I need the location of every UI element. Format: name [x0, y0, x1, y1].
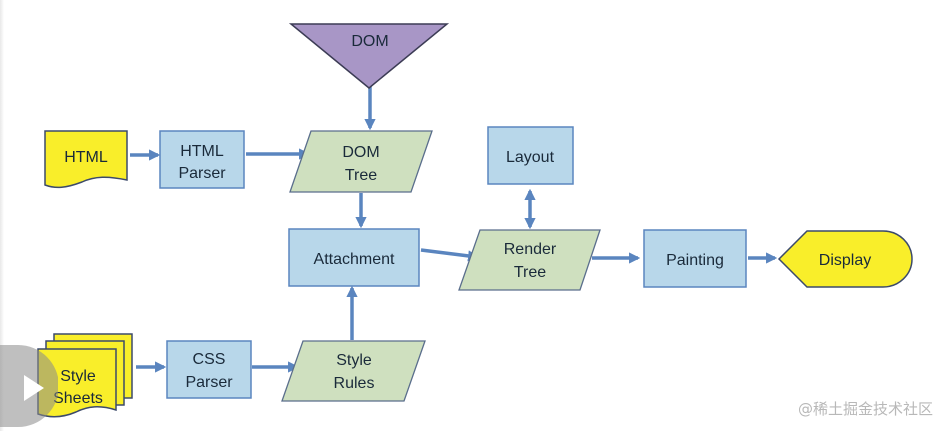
node-style-sheets: Style Sheets	[37, 333, 133, 418]
attachment-box	[288, 228, 420, 287]
watermark: @稀土掘金技术社区	[797, 400, 933, 418]
dom-label: DOM	[351, 33, 388, 50]
painting-label: Painting	[666, 252, 724, 269]
play-button[interactable]	[0, 345, 58, 427]
arrows	[130, 85, 778, 373]
display-label: Display	[819, 252, 871, 269]
node-dom-tree: DOM Tree	[289, 130, 433, 193]
display-shape	[777, 230, 913, 288]
node-html-parser: HTML Parser	[159, 130, 245, 189]
dom-tree-line2: Tree	[345, 167, 377, 184]
node-layout: Layout	[487, 126, 574, 185]
render-tree-line1: Render	[504, 241, 557, 258]
layout-label: Layout	[506, 149, 555, 166]
style-sheet-front	[37, 348, 117, 418]
play-icon	[24, 375, 44, 401]
dom-tree-shape	[289, 130, 433, 193]
node-css-parser: CSS Parser	[166, 340, 252, 399]
attachment-label: Attachment	[314, 251, 395, 268]
node-attachment: Attachment	[288, 228, 420, 287]
node-html: HTML	[44, 130, 128, 189]
html-parser-box	[159, 130, 245, 189]
html-label: HTML	[64, 149, 108, 166]
css-parser-line1: CSS	[193, 351, 226, 368]
render-tree-line2: Tree	[514, 264, 546, 281]
html-parser-line1: HTML	[180, 143, 224, 160]
css-parser-line2: Parser	[185, 374, 233, 391]
arrow-attachment-to-rendertree	[420, 248, 480, 262]
style-rules-line1: Style	[336, 352, 372, 369]
style-rules-line2: Rules	[334, 375, 375, 392]
html-parser-line2: Parser	[178, 165, 226, 182]
left-edge-shadow	[0, 0, 4, 431]
css-parser-box	[166, 340, 252, 399]
layout-box	[487, 126, 574, 185]
style-rules-shape	[281, 340, 426, 402]
html-document-shape	[44, 130, 128, 189]
node-dom: DOM	[288, 23, 450, 89]
dom-triangle	[288, 23, 450, 89]
style-sheets-line1: Style	[60, 368, 96, 385]
node-painting: Painting	[643, 229, 747, 288]
node-render-tree: Render Tree	[458, 229, 601, 291]
painting-box	[643, 229, 747, 288]
render-tree-shape	[458, 229, 601, 291]
dom-tree-line1: DOM	[342, 144, 379, 161]
style-sheets-line2: Sheets	[53, 390, 103, 407]
node-style-rules: Style Rules	[281, 340, 426, 402]
node-display: Display	[777, 230, 913, 288]
